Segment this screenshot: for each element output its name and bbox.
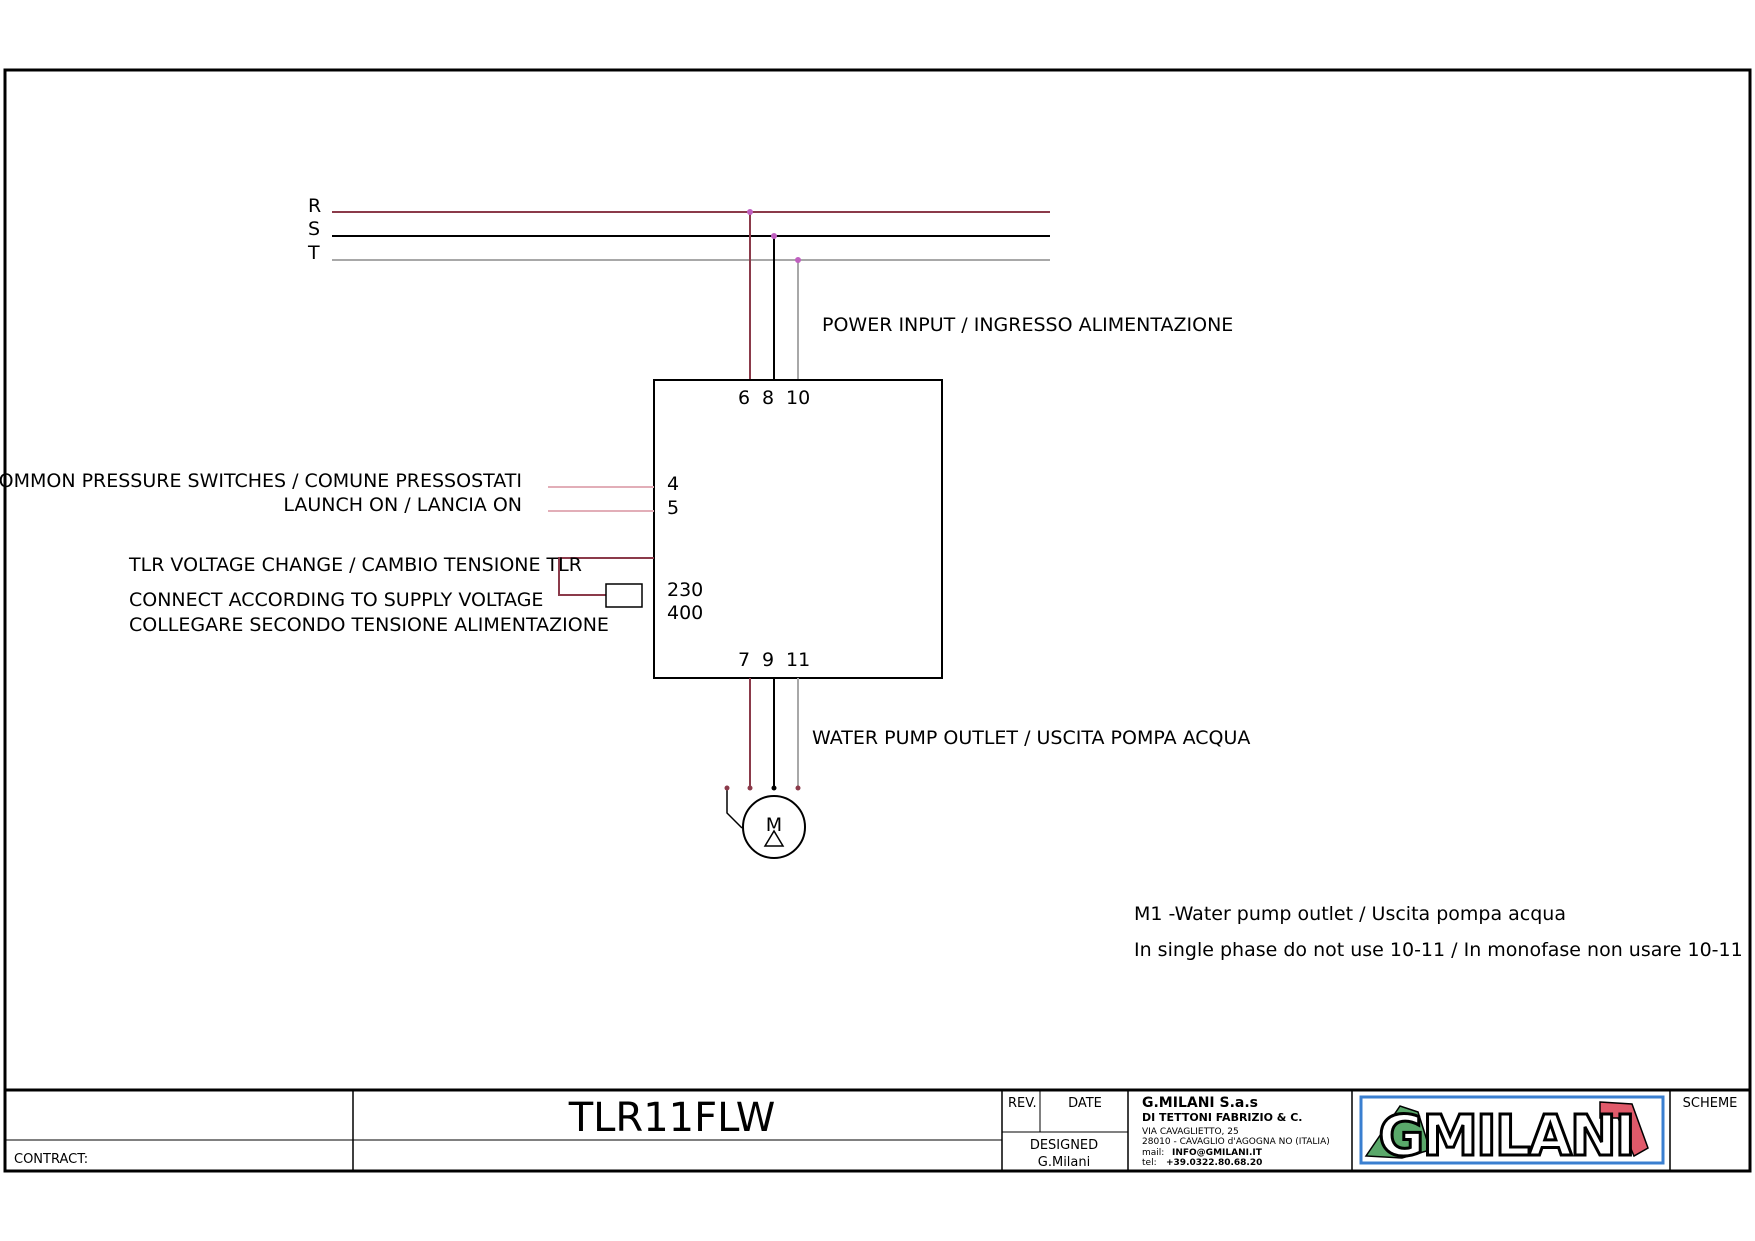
contract-label: CONTRACT: (14, 1152, 88, 1167)
terminal-11: 11 (786, 649, 810, 671)
motor-tap-11 (795, 785, 801, 791)
phase-label-t: T (307, 242, 320, 264)
company-address-1: VIA CAVAGLIETTO, 25 (1142, 1127, 1239, 1137)
voltage-jumper-block (605, 583, 643, 608)
motor-ground-lead (726, 788, 743, 829)
terminal-7: 7 (738, 649, 750, 671)
rev-label: REV. (1008, 1096, 1037, 1111)
terminal-8: 8 (762, 387, 774, 409)
logo-nozzle-icon (1599, 1101, 1649, 1158)
designer-name: G.Milani (1038, 1155, 1090, 1170)
company-name: G.MILANI S.a.s (1142, 1095, 1258, 1111)
connect-label-1: CONNECT ACCORDING TO SUPPLY VOLTAGE (129, 589, 543, 611)
logo-spray-gun-icon (1364, 1105, 1431, 1159)
terminal-5: 5 (667, 497, 679, 519)
company-address-2: 28010 - CAVAGLIO d'AGOGNA NO (ITALIA) (1142, 1137, 1330, 1147)
motor-triangle (763, 829, 785, 847)
title-block: CONTRACT: TLR11FLW REV. DATE DESIGNED G.… (5, 1088, 1750, 1171)
terminal-230: 230 (667, 579, 703, 601)
motor-m1: M (742, 795, 806, 859)
power-input-wires (747, 209, 801, 380)
common-pressure-label: COMMON PRESSURE SWITCHES / COMUNE PRESSO… (0, 470, 522, 492)
control-box (653, 379, 943, 679)
scheme-label: SCHEME (1683, 1096, 1738, 1111)
connect-label-2: COLLEGARE SECONDO TENSIONE ALIMENTAZIONE (129, 614, 609, 636)
launch-on-label: LAUNCH ON / LANCIA ON (283, 494, 522, 516)
motor-label: M (766, 814, 782, 836)
terminal-9: 9 (762, 649, 774, 671)
company-owner: DI TETTONI FABRIZIO & C. (1142, 1111, 1302, 1124)
motor-ground-dot (724, 785, 730, 791)
water-pump-outlet-label: WATER PUMP OUTLET / USCITA POMPA ACQUA (812, 727, 1250, 749)
junction-dot-r (747, 209, 753, 215)
terminal-10: 10 (786, 387, 810, 409)
terminal-6: 6 (738, 387, 750, 409)
logo-wordmark: GMILANI (1378, 1104, 1633, 1169)
junction-dot-t (795, 257, 801, 263)
phase-label-r: R (308, 195, 321, 217)
junction-dot-s (771, 233, 777, 239)
company-tel: +39.0322.80.68.20 (1166, 1158, 1262, 1168)
motor-tap-9 (771, 785, 777, 791)
motor-output-wires (724, 678, 801, 829)
note-line-2: In single phase do not use 10-11 / In mo… (1134, 939, 1743, 961)
voltage-jumper-wire (558, 557, 654, 596)
phase-label-s: S (308, 218, 320, 240)
note-line-1: M1 -Water pump outlet / Uscita pompa acq… (1134, 903, 1566, 925)
power-input-label: POWER INPUT / INGRESSO ALIMENTAZIONE (822, 314, 1233, 336)
company-mail-label: mail: (1142, 1148, 1164, 1158)
terminal-4: 4 (667, 473, 679, 495)
terminal-400: 400 (667, 602, 703, 624)
company-mail[interactable]: INFO@GMILANI.IT (1172, 1148, 1263, 1158)
motor-circle (742, 795, 806, 859)
company-tel-label: tel: (1142, 1158, 1157, 1168)
tlr-voltage-label: TLR VOLTAGE CHANGE / CAMBIO TENSIONE TLR (128, 554, 582, 576)
drawing-title: TLR11FLW (568, 1095, 776, 1141)
drawing-frame (3, 68, 1752, 1173)
date-label: DATE (1068, 1096, 1102, 1111)
designed-label: DESIGNED (1030, 1138, 1098, 1153)
company-logo: GMILANI (1359, 1095, 1665, 1171)
phase-bus: R S T (307, 195, 1050, 264)
motor-tap-7 (747, 785, 753, 791)
